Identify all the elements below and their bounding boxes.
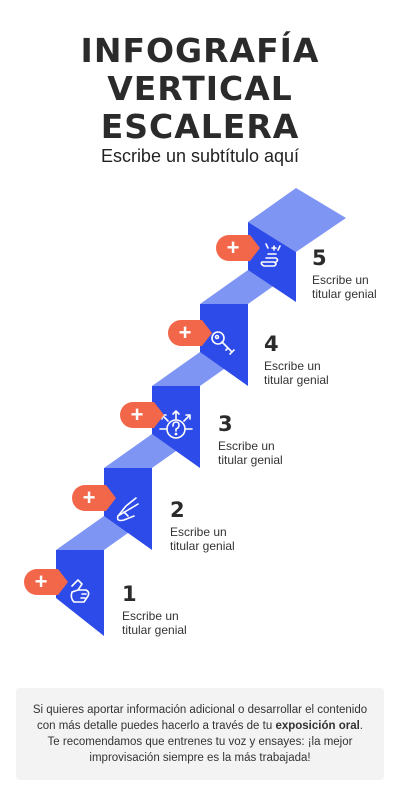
step-5-number: 5 bbox=[312, 246, 327, 270]
step-2-text: 2 Escribe un titular genial bbox=[170, 498, 260, 553]
page-subtitle: Escribe un subtítulo aquí bbox=[100, 146, 300, 166]
step-4-text: 4 Escribe un titular genial bbox=[264, 332, 354, 387]
info-text-before: Si quieres aportar información adicional… bbox=[32, 704, 368, 732]
step-3-plus-button[interactable]: + bbox=[120, 402, 164, 428]
key-icon bbox=[211, 331, 235, 355]
staircase bbox=[56, 188, 346, 636]
step-front-3 bbox=[152, 386, 200, 468]
page-title: INFOGRAFÍA VERTICAL ESCALERA bbox=[0, 32, 400, 146]
step-top-5 bbox=[248, 188, 346, 252]
step-3-text: 3 Escribe un titular genial bbox=[218, 412, 308, 467]
info-box: Si quieres aportar información adicional… bbox=[16, 688, 384, 780]
step-1-plus-button[interactable]: + bbox=[24, 569, 68, 595]
step-2-label: Escribe un titular genial bbox=[170, 525, 235, 553]
step-3-label: Escribe un titular genial bbox=[218, 439, 283, 467]
step-1-text: 1 Escribe un titular genial bbox=[122, 582, 212, 637]
title-line-1: INFOGRAFÍA bbox=[80, 31, 320, 70]
step-5-label: Escribe un titular genial bbox=[312, 273, 377, 301]
step-4-plus-button[interactable]: + bbox=[168, 320, 212, 346]
step-2-number: 2 bbox=[170, 498, 185, 522]
step-5-plus-button[interactable]: + bbox=[216, 235, 260, 261]
pointing-hand-icon bbox=[70, 579, 90, 603]
step-1-number: 1 bbox=[122, 582, 137, 606]
title-line-2: VERTICAL bbox=[107, 69, 293, 108]
step-1-label: Escribe un titular genial bbox=[122, 609, 187, 637]
step-2-plus-button[interactable]: + bbox=[72, 485, 116, 511]
step-5-text: 5 Escribe un titular genial bbox=[312, 246, 400, 301]
step-front-2 bbox=[104, 468, 152, 550]
title-line-3: ESCALERA bbox=[100, 107, 300, 146]
step-3-number: 3 bbox=[218, 412, 233, 436]
info-text-bold: exposición oral bbox=[275, 720, 360, 732]
sparkle-hand-icon bbox=[260, 243, 281, 267]
step-4-label: Escribe un titular genial bbox=[264, 359, 329, 387]
step-4-number: 4 bbox=[264, 332, 279, 356]
victory-hand-icon bbox=[116, 497, 139, 522]
step-front-1 bbox=[56, 550, 104, 636]
info-text-after: . Te recomendamos que entrenes tu voz y … bbox=[47, 720, 363, 764]
step-fronts bbox=[56, 222, 296, 636]
